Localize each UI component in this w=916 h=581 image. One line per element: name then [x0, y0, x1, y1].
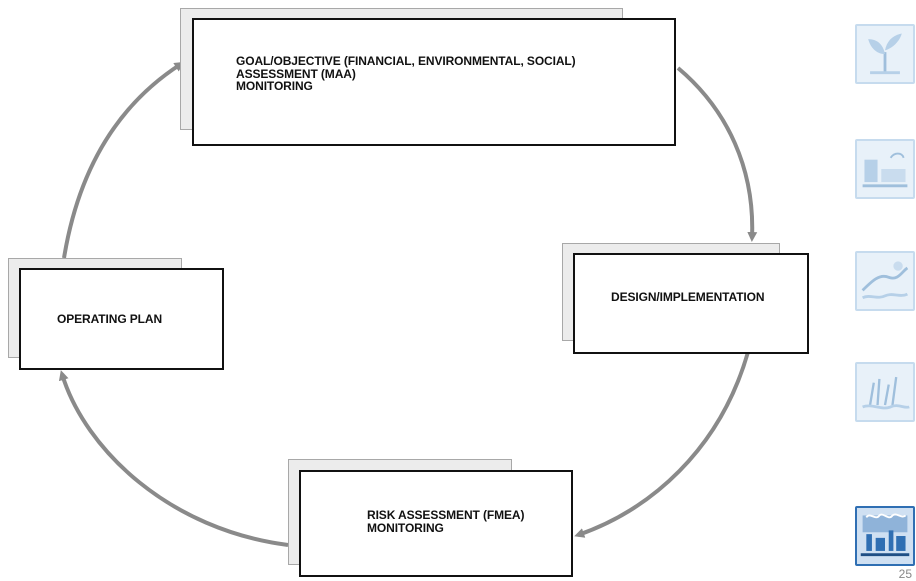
arrow-goal-to-design — [676, 66, 758, 242]
node-design: DESIGN/IMPLEMENTATION — [562, 243, 809, 354]
node-goal-line-1: GOAL/OBJECTIVE (FINANCIAL, ENVIRONMENTAL… — [236, 54, 576, 69]
factory-monitor-icon[interactable] — [855, 139, 915, 199]
node-risk-line-1: RISK ASSESSMENT (FMEA) — [367, 508, 525, 522]
node-plan-label: OPERATING PLAN — [57, 313, 162, 326]
node-risk-line-2: MONITORING — [367, 520, 444, 535]
node-goal-line-2: ASSESSMENT (MAA) — [236, 66, 356, 81]
node-risk: RISK ASSESSMENT (FMEA) MONITORING — [288, 459, 573, 577]
node-goal-box: GOAL/OBJECTIVE (FINANCIAL, ENVIRONMENTAL… — [192, 18, 676, 146]
page-number: 25 — [898, 567, 912, 581]
node-goal-label: GOAL/OBJECTIVE (FINANCIAL, ENVIRONMENTAL… — [236, 55, 576, 93]
node-risk-box: RISK ASSESSMENT (FMEA) MONITORING — [299, 470, 573, 577]
node-plan-box: OPERATING PLAN — [19, 268, 224, 370]
wetland-reeds-icon[interactable] — [855, 362, 915, 422]
node-plan-line-1: OPERATING PLAN — [57, 311, 163, 326]
node-goal: GOAL/OBJECTIVE (FINANCIAL, ENVIRONMENTAL… — [180, 8, 676, 146]
node-risk-label: RISK ASSESSMENT (FMEA) MONITORING — [367, 509, 524, 534]
node-plan: OPERATING PLAN — [8, 258, 224, 370]
water-landscape-icon[interactable] — [855, 251, 915, 311]
plant-sprout-icon[interactable] — [855, 24, 915, 84]
industrial-plant-icon[interactable] — [855, 506, 915, 566]
arrow-plan-to-goal — [62, 61, 185, 259]
node-design-line-1: DESIGN/IMPLEMENTATION — [611, 290, 765, 305]
arrow-design-to-risk — [574, 351, 750, 538]
arrow-risk-to-plan — [58, 370, 289, 547]
node-goal-line-3: MONITORING — [236, 79, 313, 94]
node-design-label: DESIGN/IMPLEMENTATION — [611, 290, 765, 305]
node-design-box: DESIGN/IMPLEMENTATION — [573, 253, 809, 354]
